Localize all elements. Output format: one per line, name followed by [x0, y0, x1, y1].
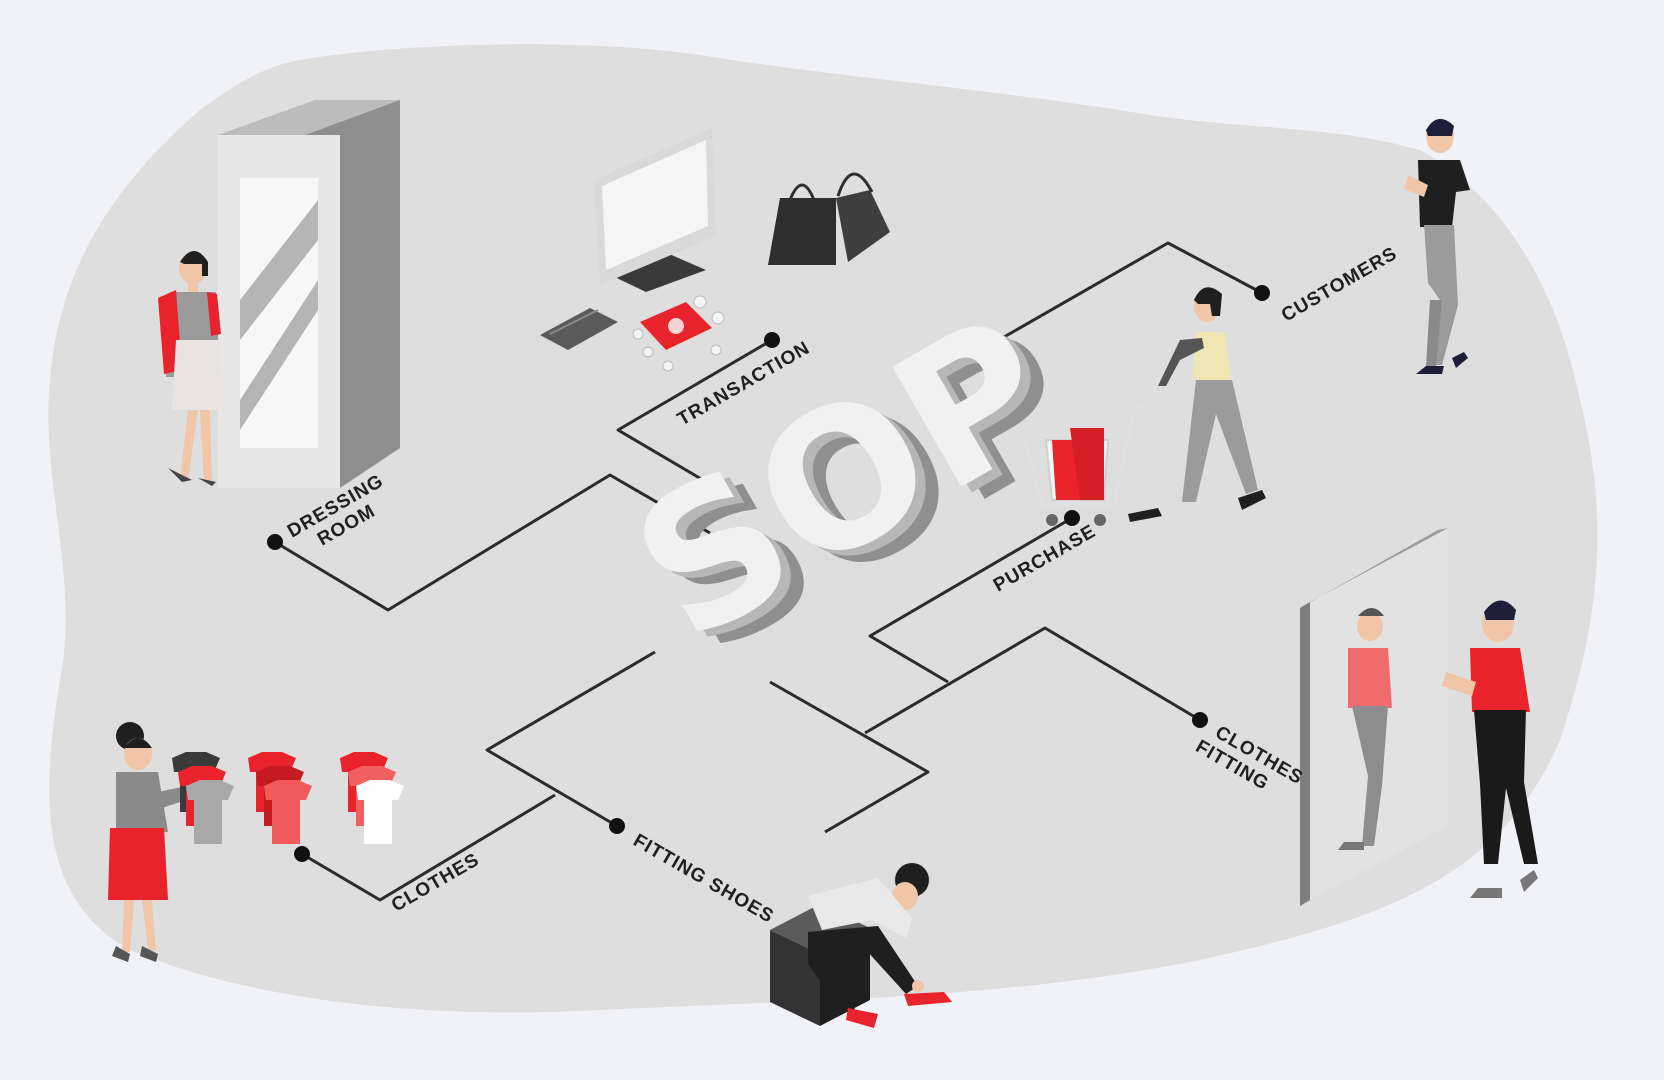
man-fitting-shoes-illustration [770, 863, 952, 1028]
dot-transaction [764, 332, 780, 348]
dot-fitting-shoes [609, 818, 625, 834]
dot-clothes [294, 846, 310, 862]
shopping-cart-icon [1022, 403, 1149, 526]
dressing-room-cabinet-illustration [218, 100, 400, 488]
connector-clothes-fitting [864, 626, 1201, 735]
dot-clothes-fitting [1192, 712, 1208, 728]
connector-transaction [616, 338, 773, 492]
connector-purchase [868, 516, 1073, 684]
connector-clothes [301, 793, 556, 902]
dot-dressing-room [267, 534, 283, 550]
payment-items-illustration [540, 295, 725, 372]
mirror-fitting-illustration [1300, 528, 1538, 906]
background-blob [48, 44, 1598, 1013]
dot-purchase [1064, 510, 1080, 526]
woman-with-cart-illustration [1022, 287, 1266, 526]
tshirt-rack-icons [172, 752, 404, 844]
dot-customers [1254, 285, 1270, 301]
reflection-man [1338, 608, 1392, 850]
customer-man-illustration [1404, 118, 1470, 374]
connector-center-lower [769, 680, 930, 834]
connector-fitting-shoes [485, 650, 656, 828]
shopping-bags-illustration [768, 172, 890, 265]
woman-dressing-room-illustration [158, 251, 224, 486]
connector-customers [914, 241, 1263, 390]
connector-lines [274, 241, 1263, 902]
man-red-shirt [1442, 600, 1538, 898]
computer-monitor-illustration [594, 128, 716, 292]
connector-dots [267, 285, 1270, 862]
woman-clothes-rack-illustration [108, 722, 404, 962]
connector-dressing-room [274, 473, 711, 612]
